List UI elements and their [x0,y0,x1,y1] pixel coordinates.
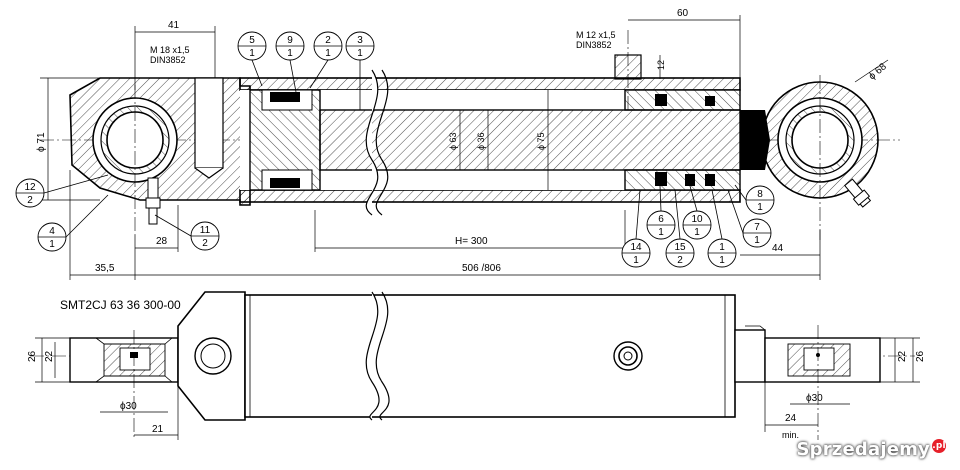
break-line [365,69,379,216]
dim-length-total: 506 /806 [462,263,501,274]
plan-rod-end [734,329,766,383]
bubble: 12 2 [15,178,45,208]
dim-phi30-left: ϕ30 [120,401,137,412]
dim-28: 28 [156,236,168,247]
thread-right-1: M 12 x1,5 [576,30,616,40]
dim-21: 21 [152,424,164,435]
tube-body [244,294,736,418]
svg-text:1: 1 [658,227,664,238]
dim-phi63: ϕ 63 [448,132,458,150]
thread-left-2: DIN3852 [150,55,186,65]
dim-min: min. [782,430,799,440]
svg-text:1: 1 [325,48,331,59]
left-port-bore [194,77,224,169]
svg-text:1: 1 [633,255,639,266]
svg-text:1: 1 [719,255,725,266]
dim-phi30-right: ϕ30 [806,393,823,404]
dim-12: 12 [656,60,666,70]
svg-text:1: 1 [719,242,725,253]
bubble: 2 1 [313,31,343,61]
bubble: 14 1 [621,238,651,268]
dim-355: 35,5 [95,263,115,274]
bubble: 4 1 [37,222,67,252]
bubble: 5 1 [237,31,267,61]
watermark-logo: Sprzedajemy.pl [796,439,946,460]
svg-text:2: 2 [27,195,33,206]
tube-bottom-wall [239,189,741,203]
dim-phi71: ϕ 71 [36,132,47,152]
piston-seal-top [270,92,300,102]
svg-text:3: 3 [357,35,363,46]
piston-seal-bottom [270,178,300,188]
bubble: 9 1 [275,31,305,61]
bubble: 7 1 [742,218,772,248]
dim-phi68: ϕ 68 [867,61,889,82]
svg-text:7: 7 [754,222,760,233]
svg-text:12: 12 [24,182,36,193]
svg-text:5: 5 [249,35,255,46]
svg-text:1: 1 [49,239,55,250]
dim-26-left: 26 [27,350,38,362]
bubble: 1 1 [707,238,737,268]
gland-top [624,89,741,111]
thread-right-2: DIN3852 [576,40,612,50]
model-label: SMT2CJ 63 36 300-00 [60,298,181,312]
bubble: 11 2 [190,221,220,251]
svg-text:1: 1 [757,202,763,213]
dim-60: 60 [677,8,689,19]
gland-bottom [624,169,741,191]
piston-rod [319,109,741,171]
dim-22-right: 22 [897,350,908,362]
grease-nipple-right [844,178,872,208]
svg-text:1: 1 [249,48,255,59]
dim-stroke: H= 300 [455,236,488,247]
svg-text:1: 1 [287,48,293,59]
svg-text:2: 2 [677,255,683,266]
svg-text:15: 15 [674,242,686,253]
part-bubbles: 5 1 9 1 2 1 3 1 12 2 4 1 1 [15,31,775,268]
bubble: 6 1 [646,210,676,240]
svg-text:1: 1 [754,235,760,246]
thread-left-1: M 18 x1,5 [150,45,190,55]
rod-end-seal [740,110,770,170]
dim-phi75: ϕ 75 [536,132,546,150]
svg-text:11: 11 [200,225,211,236]
svg-text:14: 14 [630,242,642,253]
plan-view: SMT2CJ 63 36 300-00 [27,291,926,440]
dim-44: 44 [772,243,784,254]
bubble: 10 1 [682,210,712,240]
svg-text:8: 8 [757,189,763,200]
svg-text:6: 6 [658,214,664,225]
dim-26-right: 26 [915,350,926,362]
watermark-suffix: .pl [932,439,946,453]
svg-text:10: 10 [691,214,703,225]
svg-text:1: 1 [694,227,700,238]
bubble: 3 1 [345,31,375,61]
svg-text:2: 2 [325,35,331,46]
bubble: 15 2 [665,238,695,268]
watermark-brand: Sprzedajemy [796,439,930,460]
section-view: 41 M 18 x1,5 DIN3852 M 12 x1,5 DIN3852 6… [36,8,900,280]
bubble: 8 1 [745,185,775,215]
dim-24: 24 [785,413,797,424]
svg-text:1: 1 [357,48,363,59]
svg-text:2: 2 [202,238,208,249]
dim-phi36: ϕ 36 [476,132,486,150]
svg-text:9: 9 [287,35,293,46]
svg-text:4: 4 [49,226,55,237]
dim-22-left: 22 [44,350,55,362]
dim-41: 41 [168,20,180,31]
